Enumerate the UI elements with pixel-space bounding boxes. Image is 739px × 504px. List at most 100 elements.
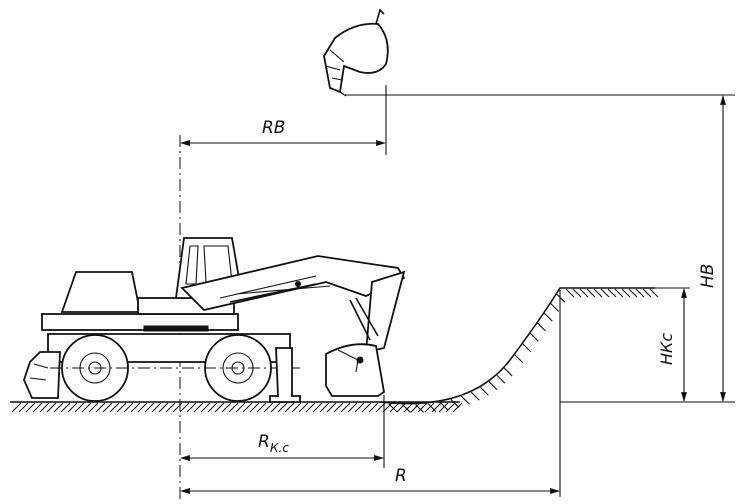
hatch-stroke (256, 402, 267, 413)
hatch-stroke (25, 402, 36, 413)
hatch-stroke (438, 402, 449, 413)
reach-ground-label-main: R (258, 432, 270, 452)
hatch-stroke (529, 332, 539, 342)
hatch-stroke (389, 402, 400, 413)
hatch-stroke (450, 399, 460, 408)
hatch-stroke (470, 391, 480, 401)
hatch-stroke (415, 404, 424, 413)
hatch-stroke (593, 288, 603, 298)
main-frame (41, 313, 239, 331)
hatch-stroke (556, 293, 566, 303)
hatch-stroke (537, 322, 546, 332)
hatch-stroke (39, 402, 50, 413)
hatch-stroke (439, 401, 449, 411)
hatch-stroke (158, 402, 169, 413)
engine-hood (60, 271, 142, 313)
hatch-stroke (642, 288, 652, 298)
hatch-stroke (221, 402, 232, 413)
reach-ground-label-sub: К.с (270, 441, 289, 455)
hatch-stroke (109, 402, 120, 413)
hatch-stroke (312, 402, 323, 413)
hatch-stroke (452, 402, 463, 413)
hatch-stroke (67, 402, 78, 413)
hatch-stroke (579, 288, 589, 298)
hatch-stroke (193, 402, 204, 413)
hatch-stroke (74, 402, 85, 413)
hatch-stroke (326, 402, 337, 413)
hatch-stroke (417, 402, 428, 413)
hatch-stroke (319, 402, 330, 413)
hatch-stroke (165, 402, 176, 413)
hatch-stroke (424, 402, 435, 413)
hatch-stroke (207, 402, 218, 413)
hatch-stroke (403, 402, 414, 413)
hatch-stroke (60, 402, 71, 413)
hatch-stroke (427, 403, 437, 412)
hatch-stroke (186, 402, 197, 413)
hatch-stroke (635, 288, 645, 298)
excavation-profile (379, 287, 659, 413)
hatch-stroke (179, 402, 190, 413)
cut-height-label: HКс (657, 333, 676, 365)
hatch-stroke (18, 402, 29, 413)
hatch-stroke (284, 402, 295, 413)
hatch-stroke (95, 402, 106, 413)
hatch-stroke (102, 402, 113, 413)
hatch-stroke (137, 402, 148, 413)
hatch-stroke (361, 402, 372, 413)
hatch-stroke (235, 402, 246, 413)
hatch-stroke (565, 288, 575, 298)
outrigger (269, 347, 301, 403)
hatch-stroke (46, 402, 57, 413)
hatch-stroke (32, 402, 43, 413)
hatch-stroke (480, 386, 489, 396)
hatch-stroke (81, 402, 92, 413)
hatch-stroke (621, 288, 631, 298)
hatch-stroke (388, 403, 398, 413)
ground-hatching (11, 402, 463, 413)
hatch-stroke (347, 402, 358, 413)
hatch-stroke (354, 402, 365, 413)
hatch-stroke (130, 402, 141, 413)
hatch-stroke (503, 367, 513, 377)
hatch-stroke (572, 288, 582, 298)
dump-height-label: HВ (698, 264, 718, 288)
hatch-stroke (270, 402, 281, 413)
hatch-stroke (628, 288, 638, 298)
hatch-stroke (291, 402, 302, 413)
hatch-stroke (228, 402, 239, 413)
hatch-stroke (522, 343, 532, 353)
hatch-stroke (600, 288, 610, 298)
hatch-stroke (488, 381, 498, 391)
hatch-stroke (123, 402, 134, 413)
hatch-stroke (396, 402, 407, 413)
reach-max-label: R (395, 466, 407, 486)
hatch-stroke (200, 402, 211, 413)
hatch-stroke (242, 402, 253, 413)
hatch-stroke (214, 402, 225, 413)
ground-bucket (325, 343, 385, 397)
hatch-stroke (53, 402, 64, 413)
hatch-stroke (514, 354, 524, 364)
hatch-stroke (431, 402, 442, 413)
hatch-stroke (586, 288, 596, 298)
hatch-stroke (277, 402, 288, 413)
hatch-stroke (368, 402, 379, 413)
stick (364, 270, 406, 354)
hatch-stroke (11, 402, 22, 413)
slope-hatching (388, 288, 659, 413)
hatch-stroke (460, 395, 470, 405)
hatch-stroke (116, 402, 127, 413)
hatch-stroke (649, 288, 659, 298)
stick-cylinder (349, 297, 379, 341)
hatch-stroke (88, 402, 99, 413)
hatch-stroke (298, 402, 309, 413)
dozer-blade (23, 351, 61, 399)
hatch-stroke (249, 402, 260, 413)
raised-bucket (323, 8, 389, 97)
hatch-stroke (614, 288, 624, 298)
hatch-stroke (333, 402, 344, 413)
hatch-stroke (550, 303, 560, 312)
